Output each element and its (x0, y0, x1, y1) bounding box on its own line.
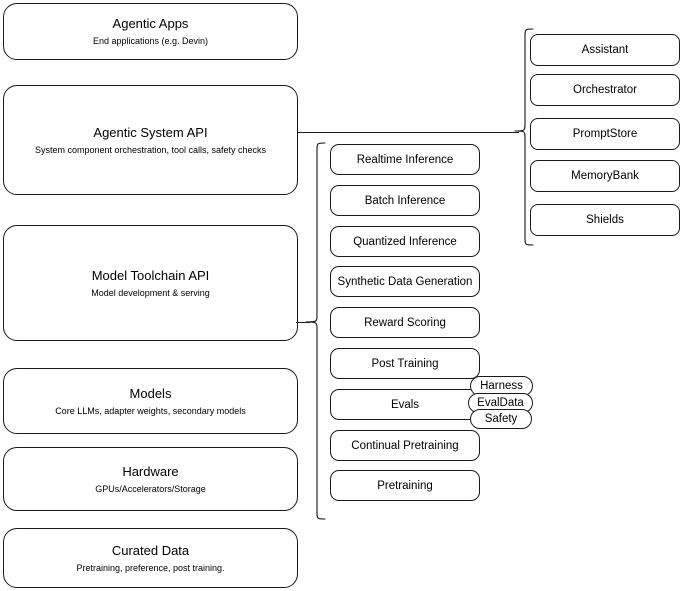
capability-box-quantized-inference[interactable]: Quantized Inference (330, 226, 480, 257)
brace-toolchain-capabilities (305, 142, 326, 520)
capability-box-synthetic-data-generation[interactable]: Synthetic Data Generation (330, 266, 480, 297)
layer-title: Models (129, 385, 172, 401)
layer-title: Agentic System API (93, 124, 208, 140)
component-box-assistant[interactable]: Assistant (530, 34, 680, 66)
layer-title: Curated Data (111, 542, 190, 558)
layer-box-hardware[interactable]: Hardware GPUs/Accelerators/Storage (3, 447, 298, 511)
layer-subtitle: System component orchestration, tool cal… (34, 144, 267, 155)
layer-title: Agentic Apps (112, 16, 189, 31)
capability-label: Post Training (371, 357, 439, 370)
evals-badge-label: Harness (480, 379, 523, 392)
component-label: PromptStore (572, 128, 638, 140)
capability-label: Pretraining (377, 479, 433, 492)
capability-box-batch-inference[interactable]: Batch Inference (330, 185, 480, 216)
layer-subtitle: Pretraining, preference, post training. (76, 562, 225, 573)
evals-badge-label: EvalData (477, 396, 524, 409)
connector-agentic-system-to-components (297, 131, 519, 134)
capability-label: Quantized Inference (353, 235, 457, 248)
capability-box-pretraining[interactable]: Pretraining (330, 470, 480, 501)
layer-subtitle: Core LLMs, adapter weights, secondary mo… (55, 405, 246, 416)
component-box-memorybank[interactable]: MemoryBank (530, 160, 680, 192)
layer-box-agentic-system-api[interactable]: Agentic System API System component orch… (3, 85, 298, 195)
capability-box-post-training[interactable]: Post Training (330, 348, 480, 379)
layer-subtitle: End applications (e.g. Devin) (92, 36, 209, 46)
layer-box-model-toolchain-api[interactable]: Model Toolchain API Model development & … (3, 225, 298, 341)
component-label: MemoryBank (571, 170, 639, 182)
connector-toolchain-to-capabilities (296, 321, 310, 324)
component-box-shields[interactable]: Shields (530, 204, 680, 236)
layer-subtitle: GPUs/Accelerators/Storage (95, 483, 206, 494)
layer-box-agentic-apps[interactable]: Agentic Apps End applications (e.g. Devi… (3, 3, 298, 60)
capability-label: Synthetic Data Generation (337, 275, 473, 288)
capability-label: Realtime Inference (356, 153, 454, 166)
layer-subtitle: Model development & serving (91, 287, 210, 298)
capability-box-evals[interactable]: Evals (330, 389, 480, 420)
layer-title: Hardware (122, 463, 179, 479)
capability-label: Evals (390, 398, 420, 411)
layer-title: Model Toolchain API (91, 267, 210, 283)
layer-box-curated-data[interactable]: Curated Data Pretraining, preference, po… (3, 528, 298, 588)
evals-badge-label: Safety (484, 412, 518, 425)
component-label: Assistant (581, 44, 629, 56)
evals-badge-safety[interactable]: Safety (470, 409, 532, 429)
capability-label: Reward Scoring (364, 316, 446, 329)
capability-label: Continual Pretraining (351, 439, 459, 452)
layer-box-models[interactable]: Models Core LLMs, adapter weights, secon… (3, 368, 298, 434)
capability-label: Batch Inference (364, 194, 446, 207)
component-label: Shields (586, 214, 624, 226)
component-label: Orchestrator (573, 84, 637, 96)
capability-box-realtime-inference[interactable]: Realtime Inference (330, 144, 480, 175)
component-box-orchestrator[interactable]: Orchestrator (530, 74, 680, 106)
capability-box-continual-pretraining[interactable]: Continual Pretraining (330, 430, 480, 461)
component-box-promptstore[interactable]: PromptStore (530, 118, 680, 150)
capability-box-reward-scoring[interactable]: Reward Scoring (330, 307, 480, 338)
evals-badge-evaldata[interactable]: EvalData (468, 393, 533, 413)
